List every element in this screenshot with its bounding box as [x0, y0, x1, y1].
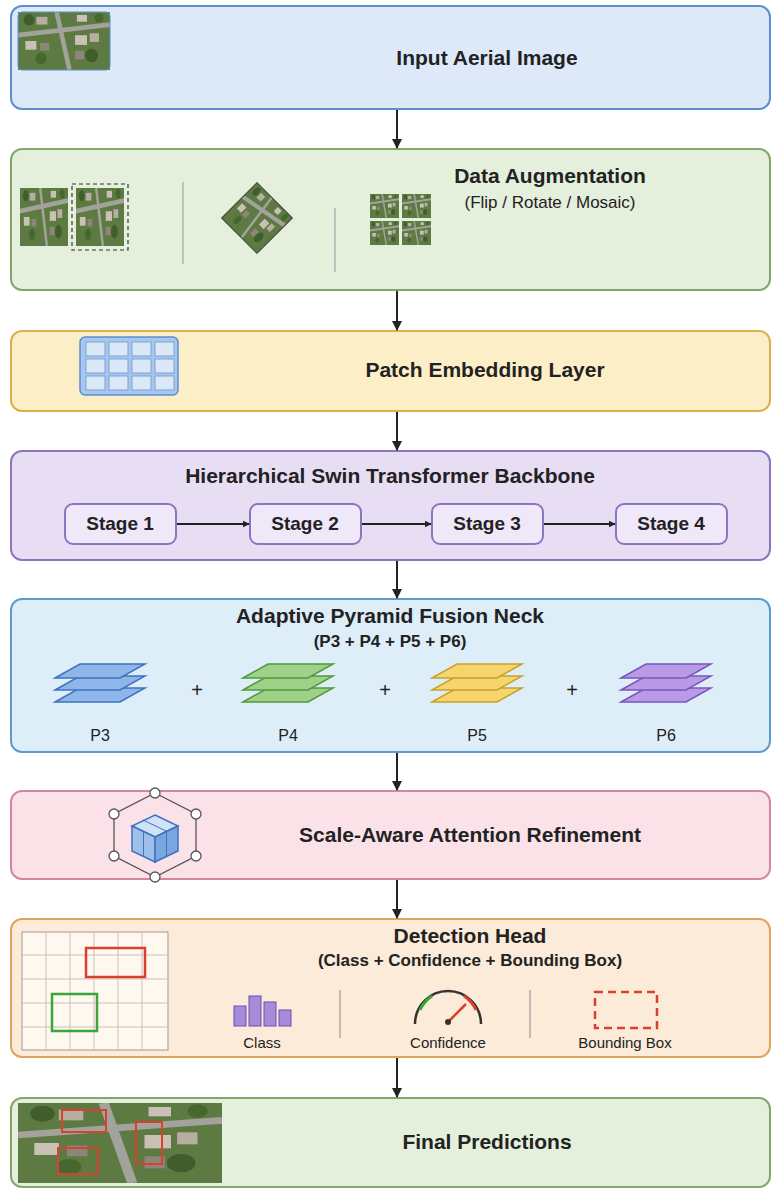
text-slot: Stage 3	[453, 513, 521, 536]
node-subtitle: (Flip / Rotate / Mosaic)	[465, 193, 636, 213]
level-label: P3	[90, 726, 110, 745]
text-slot: (Flip / Rotate / Mosaic)	[465, 193, 636, 213]
text-slot: Stage 1	[86, 513, 154, 536]
text-slot: +	[379, 678, 391, 702]
node-title: Stage 4	[637, 513, 705, 536]
plus-sign: +	[379, 678, 391, 702]
text-slot: Hierarchical Swin Transformer Backbone	[185, 463, 595, 488]
node-subtitle: (Class + Confidence + Bounding Box)	[318, 951, 622, 971]
flow-arrow	[544, 523, 615, 525]
plus-sign: +	[191, 678, 203, 702]
augmentation-icons	[20, 182, 431, 272]
flow-arrow	[396, 561, 398, 598]
flow-arrow	[396, 412, 398, 450]
flow-arrow	[396, 880, 398, 918]
text-slot: Detection Head	[394, 923, 547, 948]
node-title: Final Predictions	[402, 1129, 571, 1154]
node-title: Patch Embedding Layer	[365, 357, 604, 382]
node-title: Detection Head	[394, 923, 547, 948]
prediction-thumbnail	[18, 1103, 222, 1183]
text-slot: P5	[467, 726, 487, 745]
text-slot: Scale-Aware Attention Refinement	[299, 822, 641, 847]
prediction-box: Final Predictions	[10, 1097, 771, 1188]
stage-box: Stage 3	[431, 503, 544, 545]
pyramid-level-icons	[55, 664, 711, 702]
text-slot: Bounding Box	[578, 1034, 671, 1052]
text-slot: Input Aerial Image	[396, 45, 577, 70]
node-title: Data Augmentation	[454, 163, 646, 188]
node-title: Adaptive Pyramid Fusion Neck	[236, 603, 544, 628]
text-slot: Patch Embedding Layer	[365, 357, 604, 382]
attention-cube-icon	[109, 788, 201, 882]
flow-arrow	[396, 110, 398, 148]
flow-arrow	[396, 753, 398, 790]
node-title: Stage 2	[271, 513, 339, 536]
text-slot: +	[191, 678, 203, 702]
head-output-label: Class	[243, 1034, 281, 1052]
text-slot: (Class + Confidence + Bounding Box)	[318, 951, 622, 971]
head-output-label: Bounding Box	[578, 1034, 671, 1052]
flow-arrow	[396, 1058, 398, 1097]
node-subtitle: (P3 + P4 + P5 + P6)	[314, 632, 467, 652]
text-slot: (P3 + P4 + P5 + P6)	[314, 632, 467, 652]
node-title: Hierarchical Swin Transformer Backbone	[185, 463, 595, 488]
text-slot: Class	[243, 1034, 281, 1052]
stage-box: Stage 4	[615, 503, 728, 545]
input-thumbnail	[18, 12, 110, 70]
flow-arrow	[362, 523, 431, 525]
stage-box: Stage 2	[249, 503, 362, 545]
text-slot: P3	[90, 726, 110, 745]
text-slot: Data Augmentation	[454, 163, 646, 188]
node-title: Stage 1	[86, 513, 154, 536]
text-slot: Confidence	[410, 1034, 486, 1052]
flow-arrow	[396, 291, 398, 330]
text-slot: P6	[656, 726, 676, 745]
node-title: Stage 3	[453, 513, 521, 536]
stage-box: Stage 1	[64, 503, 177, 545]
level-label: P4	[278, 726, 298, 745]
text-slot: Stage 4	[637, 513, 705, 536]
node-title: Scale-Aware Attention Refinement	[299, 822, 641, 847]
embedding-box: Patch Embedding Layer	[10, 330, 771, 412]
plus-sign: +	[566, 678, 578, 702]
level-label: P5	[467, 726, 487, 745]
augmentation-box: Data Augmentation (Flip / Rotate / Mosaic…	[10, 148, 771, 291]
level-label: P6	[656, 726, 676, 745]
text-slot: Final Predictions	[402, 1129, 571, 1154]
input-box: Input Aerial Image	[10, 5, 771, 110]
flow-arrow	[177, 523, 249, 525]
patch-grid-icon	[80, 337, 178, 395]
attention-box: Scale-Aware Attention Refinement	[10, 790, 771, 880]
detection-icons	[22, 932, 657, 1050]
backbone-box: Hierarchical Swin Transformer BackboneSt…	[10, 450, 771, 561]
node-title: Input Aerial Image	[396, 45, 577, 70]
text-slot: Adaptive Pyramid Fusion Neck	[236, 603, 544, 628]
head-output-label: Confidence	[410, 1034, 486, 1052]
text-slot: +	[566, 678, 578, 702]
text-slot: Stage 2	[271, 513, 339, 536]
text-slot: P4	[278, 726, 298, 745]
